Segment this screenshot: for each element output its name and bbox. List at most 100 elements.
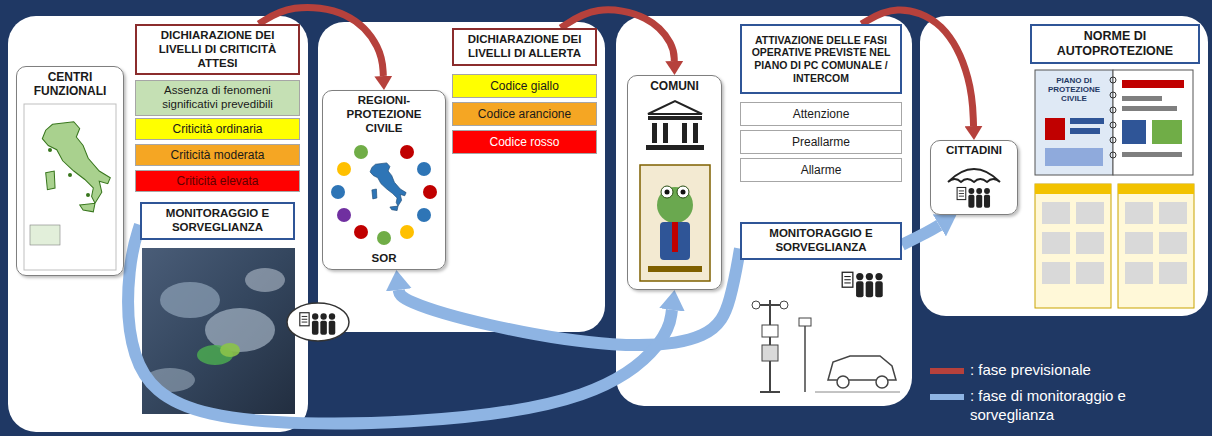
node-text: REGIONI-PROTEZIONE CIVILE (327, 94, 441, 135)
umbrella-icon (957, 187, 990, 207)
panel (8, 16, 308, 432)
civil-protection-plan (1045, 118, 1065, 140)
legend-item: : fase previsionale (930, 360, 1206, 380)
satellite-image (160, 282, 220, 318)
actor-box: CITTADINI (930, 140, 1018, 215)
alert-box: Codice giallo (452, 74, 597, 98)
node-text: ATTIVAZIONE DELLE FASI OPERATIVE PREVIST… (746, 34, 896, 84)
safety-posters (1042, 232, 1070, 254)
node-text: Criticità moderata (140, 148, 295, 162)
legend-swatch (930, 394, 964, 400)
legend-swatch (930, 368, 964, 374)
italy-map (48, 148, 52, 152)
image-caption: PIANO DI PROTEZIONE CIVILE (1039, 76, 1109, 104)
safety-posters (1125, 232, 1153, 254)
safety-posters (1159, 262, 1187, 284)
regions-map (417, 208, 431, 222)
legend-text: : fase di monitoraggio e sorveglianza (970, 386, 1206, 425)
monitoring-station (762, 325, 778, 337)
node-text: Criticità elevata (140, 174, 295, 188)
node-text: DICHIARAZIONE DEI LIVELLI DI CRITICITÀ A… (141, 29, 294, 70)
monitoring-box: MONITORAGGIO E SORVEGLIANZA (140, 202, 295, 240)
civil-protection-plan (1110, 137, 1116, 143)
frog-poster (657, 187, 693, 223)
civil-protection-plan (1110, 77, 1116, 83)
actor-box: COMUNI (627, 75, 722, 290)
node-text: SOR (327, 252, 441, 266)
node-text: Codice arancione (457, 107, 592, 121)
alert-box: Codice arancione (452, 102, 597, 126)
heading-box: DICHIARAZIONE DEI LIVELLI DI CRITICITÀ A… (135, 24, 300, 75)
civil-protection-plan (1152, 120, 1182, 144)
civil-protection-plan (1110, 92, 1116, 98)
node-text: MONITORAGGIO E SORVEGLIANZA (146, 207, 289, 235)
regions-map (331, 145, 437, 245)
safety-posters (1125, 202, 1153, 224)
level-box: Criticità moderata (135, 144, 300, 166)
monitoring-station (752, 272, 900, 392)
safety-posters (1159, 232, 1187, 254)
regions-map (337, 208, 351, 222)
heading-box: ATTIVAZIONE DELLE FASI OPERATIVE PREVIST… (740, 24, 902, 94)
frog-poster (665, 190, 670, 195)
regions-map (400, 225, 414, 239)
frog-poster (648, 266, 702, 272)
monitoring-station (752, 301, 760, 309)
civil-protection-plan (1122, 80, 1184, 88)
actor-box: CENTRI FUNZIONALI (16, 66, 124, 276)
umbrella-icon (948, 169, 1000, 182)
safety-posters (1076, 202, 1104, 224)
civil-protection-plan (1110, 122, 1116, 128)
monitoring-station (780, 301, 788, 309)
regions-map (400, 145, 414, 159)
civil-protection-plan (1113, 70, 1193, 175)
italy-map (24, 104, 116, 270)
civil-protection-plan (1122, 152, 1182, 157)
regions-map (377, 231, 391, 245)
people-icon (287, 303, 349, 341)
monitoring-station (876, 376, 888, 388)
actor-box: REGIONI-PROTEZIONE CIVILE SOR (322, 90, 446, 270)
safety-posters (1042, 262, 1070, 284)
italy-map (24, 104, 116, 270)
phase-box: Allarme (740, 158, 902, 182)
people-icon (300, 313, 335, 335)
alert-box: Codice rosso (452, 130, 597, 154)
node-text: Allarme (745, 163, 897, 177)
town-hall-icon (652, 123, 657, 143)
civil-protection-plan (1035, 70, 1193, 175)
italy-map (68, 173, 72, 177)
node-text: CENTRI FUNZIONALI (21, 70, 119, 99)
node-text: CITTADINI (935, 144, 1013, 158)
safety-posters (1118, 184, 1194, 308)
monitoring-station (760, 391, 780, 393)
node-text: Preallarme (745, 135, 897, 149)
safety-posters (1076, 232, 1104, 254)
node-text: DICHIARAZIONE DEI LIVELLI DI ALLERTA (458, 33, 591, 61)
civil-protection-plan (1035, 70, 1113, 175)
people-icon (287, 303, 349, 341)
town-hall-icon (646, 145, 704, 150)
town-hall-icon (648, 116, 702, 120)
frog-poster (677, 186, 689, 198)
level-box: Assenza di fenomeni significativi preved… (135, 80, 300, 116)
node-text: NORME DI AUTOPROTEZIONE (1036, 29, 1194, 59)
level-box: Criticità ordinaria (135, 118, 300, 140)
monitoring-station (804, 320, 806, 392)
town-hall-icon (648, 101, 702, 114)
satellite-image (220, 343, 240, 357)
civil-protection-plan (1110, 152, 1116, 158)
monitoring-arrow (399, 249, 740, 345)
panel (318, 22, 605, 332)
heading-box: NORME DI AUTOPROTEZIONE (1030, 24, 1200, 64)
regions-map (337, 162, 351, 176)
regions-map (331, 185, 345, 199)
italy-map (30, 225, 60, 245)
safety-posters (1035, 184, 1111, 308)
safety-posters (1076, 262, 1104, 284)
regions-map (354, 145, 368, 159)
legend-item: : fase di monitoraggio e sorveglianza (930, 386, 1206, 425)
phase-box: Preallarme (740, 130, 902, 154)
civil-protection-plan (1122, 96, 1162, 101)
node-text: Codice rosso (457, 135, 592, 149)
